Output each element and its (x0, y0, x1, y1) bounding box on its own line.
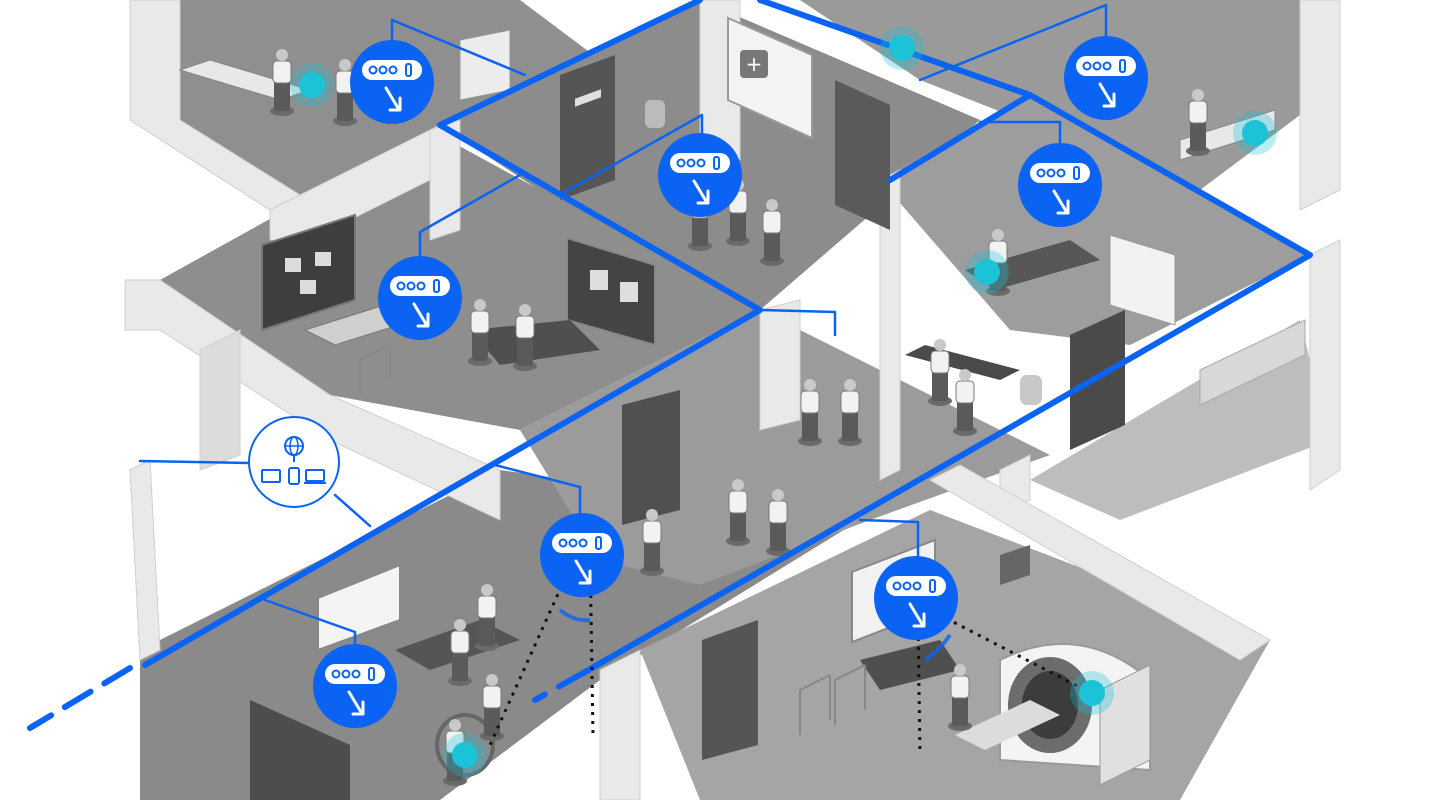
location-tag-icon (965, 250, 1009, 294)
wireless-node-icon (656, 131, 744, 219)
wireless-node-icon (311, 642, 399, 730)
wireless-node-icon (348, 38, 436, 126)
wireless-node-icon (1062, 34, 1150, 122)
wireless-node-icon (1016, 141, 1104, 229)
location-tag-icon (443, 733, 487, 777)
location-tag-icon (1070, 671, 1114, 715)
svg-text:+: + (746, 52, 763, 76)
location-tag-icon (880, 26, 924, 70)
network-gateway-icon (248, 416, 340, 508)
wireless-node-icon (538, 511, 626, 599)
location-tag-icon (290, 63, 334, 107)
wireless-node-icon (376, 254, 464, 342)
wireless-node-icon (872, 554, 960, 642)
wall-layer (124, 0, 1341, 800)
location-tag-icon (1233, 111, 1277, 155)
signal-arcs (558, 608, 952, 662)
